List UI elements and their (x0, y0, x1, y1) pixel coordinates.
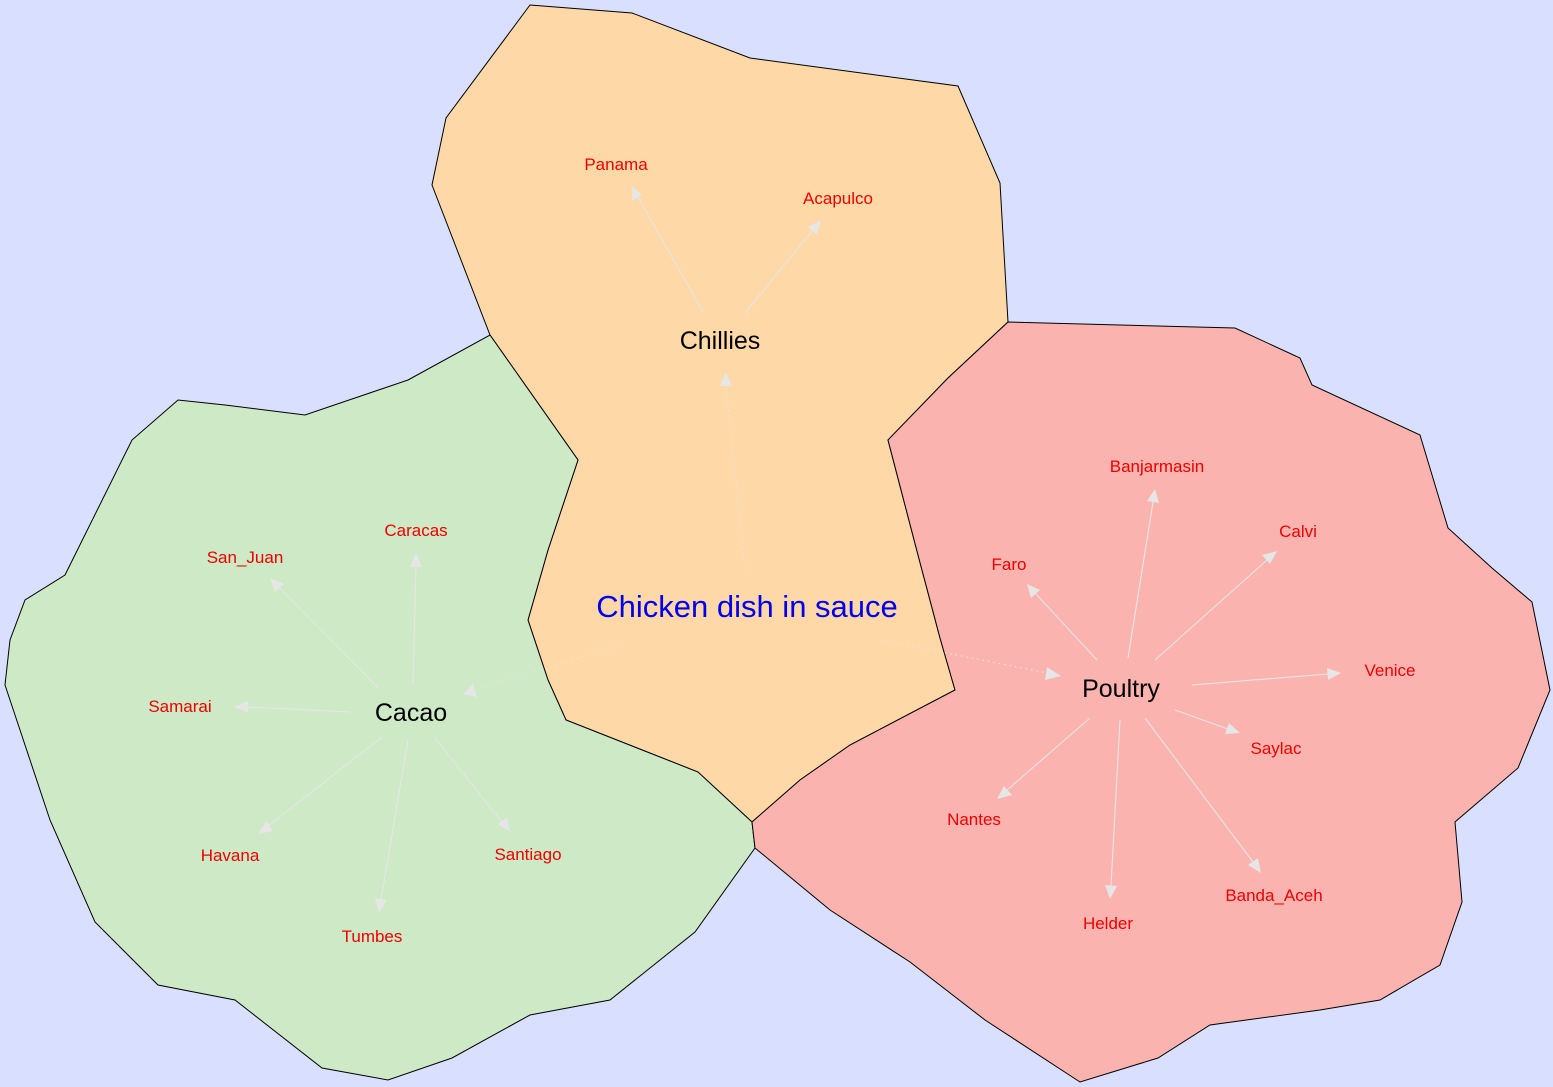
city-label-san-juan: San_Juan (207, 548, 284, 567)
city-label-banda-aceh: Banda_Aceh (1225, 886, 1322, 905)
city-label-calvi: Calvi (1279, 522, 1317, 541)
hub-cacao-label: Cacao (375, 699, 447, 727)
hub-poultry-label: Poultry (1082, 675, 1160, 703)
cacao-region (4, 334, 756, 1081)
city-label-saylac: Saylac (1250, 739, 1302, 758)
city-label-banjarmasin: Banjarmasin (1110, 457, 1205, 476)
city-label-faro: Faro (992, 555, 1027, 574)
city-label-santiago: Santiago (494, 845, 561, 864)
root-node-label: Chicken dish in sauce (596, 589, 898, 624)
city-label-nantes: Nantes (947, 810, 1001, 829)
poultry-region (751, 321, 1551, 1083)
city-label-tumbes: Tumbes (342, 927, 403, 946)
hub-chillies-label: Chillies (680, 327, 761, 355)
city-label-panama: Panama (584, 155, 648, 174)
city-label-venice: Venice (1364, 661, 1415, 680)
city-label-helder: Helder (1083, 914, 1133, 933)
city-label-caracas: Caracas (384, 521, 447, 540)
city-label-samarai: Samarai (148, 697, 211, 716)
city-label-havana: Havana (201, 846, 260, 865)
city-label-acapulco: Acapulco (803, 189, 873, 208)
